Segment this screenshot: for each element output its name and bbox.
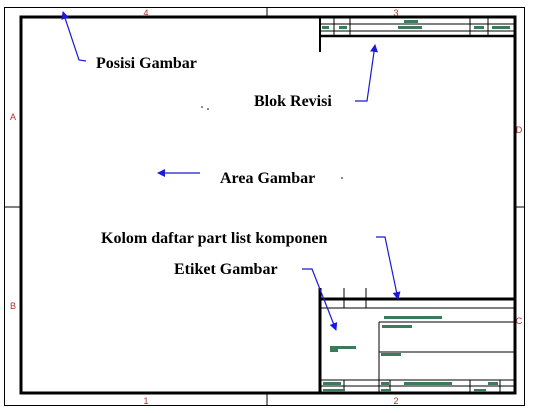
zone-ticks: [4, 7, 524, 405]
speck: [341, 177, 343, 179]
zone-label-top-4: 4: [143, 8, 148, 18]
zone-label-top-3: 3: [393, 8, 398, 18]
label-area-gambar: Area Gambar: [220, 170, 315, 187]
zone-label-bottom-1: 1: [143, 396, 148, 406]
callout-arrows: [61, 11, 401, 331]
outer-border: [4, 7, 525, 406]
drawing-frame: [19, 15, 517, 395]
label-etiket-gambar: Etiket Gambar: [174, 261, 278, 278]
label-posisi-gambar: Posisi Gambar: [96, 55, 197, 72]
label-kolom-part-list: Kolom daftar part list komponen: [101, 230, 327, 247]
speck: [207, 108, 209, 110]
arrow-kolom-part-list: [376, 236, 401, 300]
revision-block: [319, 17, 515, 52]
zone-label-right-c: C: [516, 316, 523, 326]
arrow-posisi-gambar: [61, 11, 87, 62]
zone-label-right-d: D: [516, 125, 523, 135]
arrow-blok-revisi: [355, 44, 378, 102]
title-block: [318, 288, 515, 393]
label-blok-revisi: Blok Revisi: [254, 93, 332, 110]
arrow-etiket-gambar: [302, 268, 338, 331]
zone-label-bottom-2: 2: [393, 396, 398, 406]
zone-label-left-a: A: [10, 112, 16, 122]
speck: [201, 106, 203, 108]
zone-label-left-b: B: [10, 301, 16, 311]
